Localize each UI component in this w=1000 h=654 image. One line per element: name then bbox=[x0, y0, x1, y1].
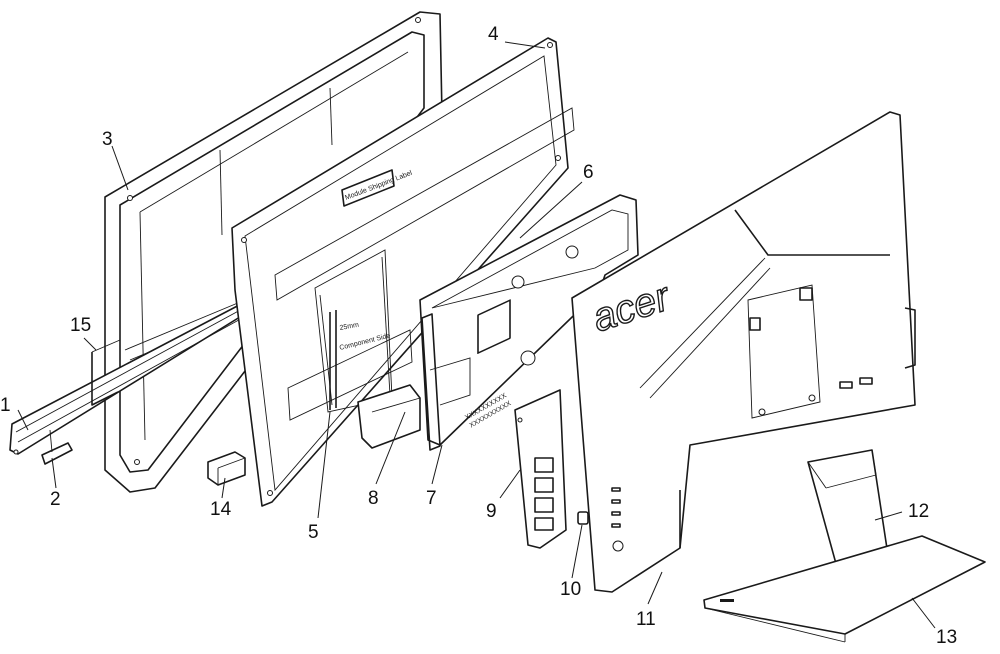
bracket-15 bbox=[91, 339, 121, 406]
callout-11: 11 bbox=[636, 609, 656, 630]
leader-lines bbox=[17, 41, 936, 629]
callout-13: 13 bbox=[936, 627, 958, 648]
callout-6: 6 bbox=[583, 162, 594, 183]
bracket-8 bbox=[357, 384, 421, 449]
cable-5 bbox=[329, 310, 337, 410]
callout-9: 9 bbox=[486, 501, 497, 522]
callout-3: 3 bbox=[102, 129, 113, 150]
io-board bbox=[514, 389, 567, 549]
callout-1: 1 bbox=[0, 395, 11, 416]
callout-15: 15 bbox=[70, 315, 92, 336]
speaker-bar bbox=[9, 301, 249, 455]
small-clip-2 bbox=[41, 429, 73, 465]
callout-2: 2 bbox=[50, 489, 61, 510]
callout-10: 10 bbox=[560, 579, 582, 600]
callout-7: 7 bbox=[426, 488, 437, 509]
callout-8: 8 bbox=[368, 488, 379, 509]
rear-cover: acer bbox=[571, 111, 916, 593]
callout-14: 14 bbox=[210, 499, 232, 520]
stand-base bbox=[703, 535, 986, 643]
main-board-shield: XXXXXXXXXX XXXXXXXXXX bbox=[419, 194, 639, 446]
connector-14 bbox=[207, 451, 246, 486]
callout-5: 5 bbox=[308, 522, 319, 543]
callout-4: 4 bbox=[488, 24, 499, 45]
callout-12: 12 bbox=[908, 501, 930, 522]
shield-cover bbox=[421, 313, 471, 451]
panel-size-text: 25mm bbox=[339, 322, 360, 332]
power-button-10 bbox=[577, 511, 589, 525]
